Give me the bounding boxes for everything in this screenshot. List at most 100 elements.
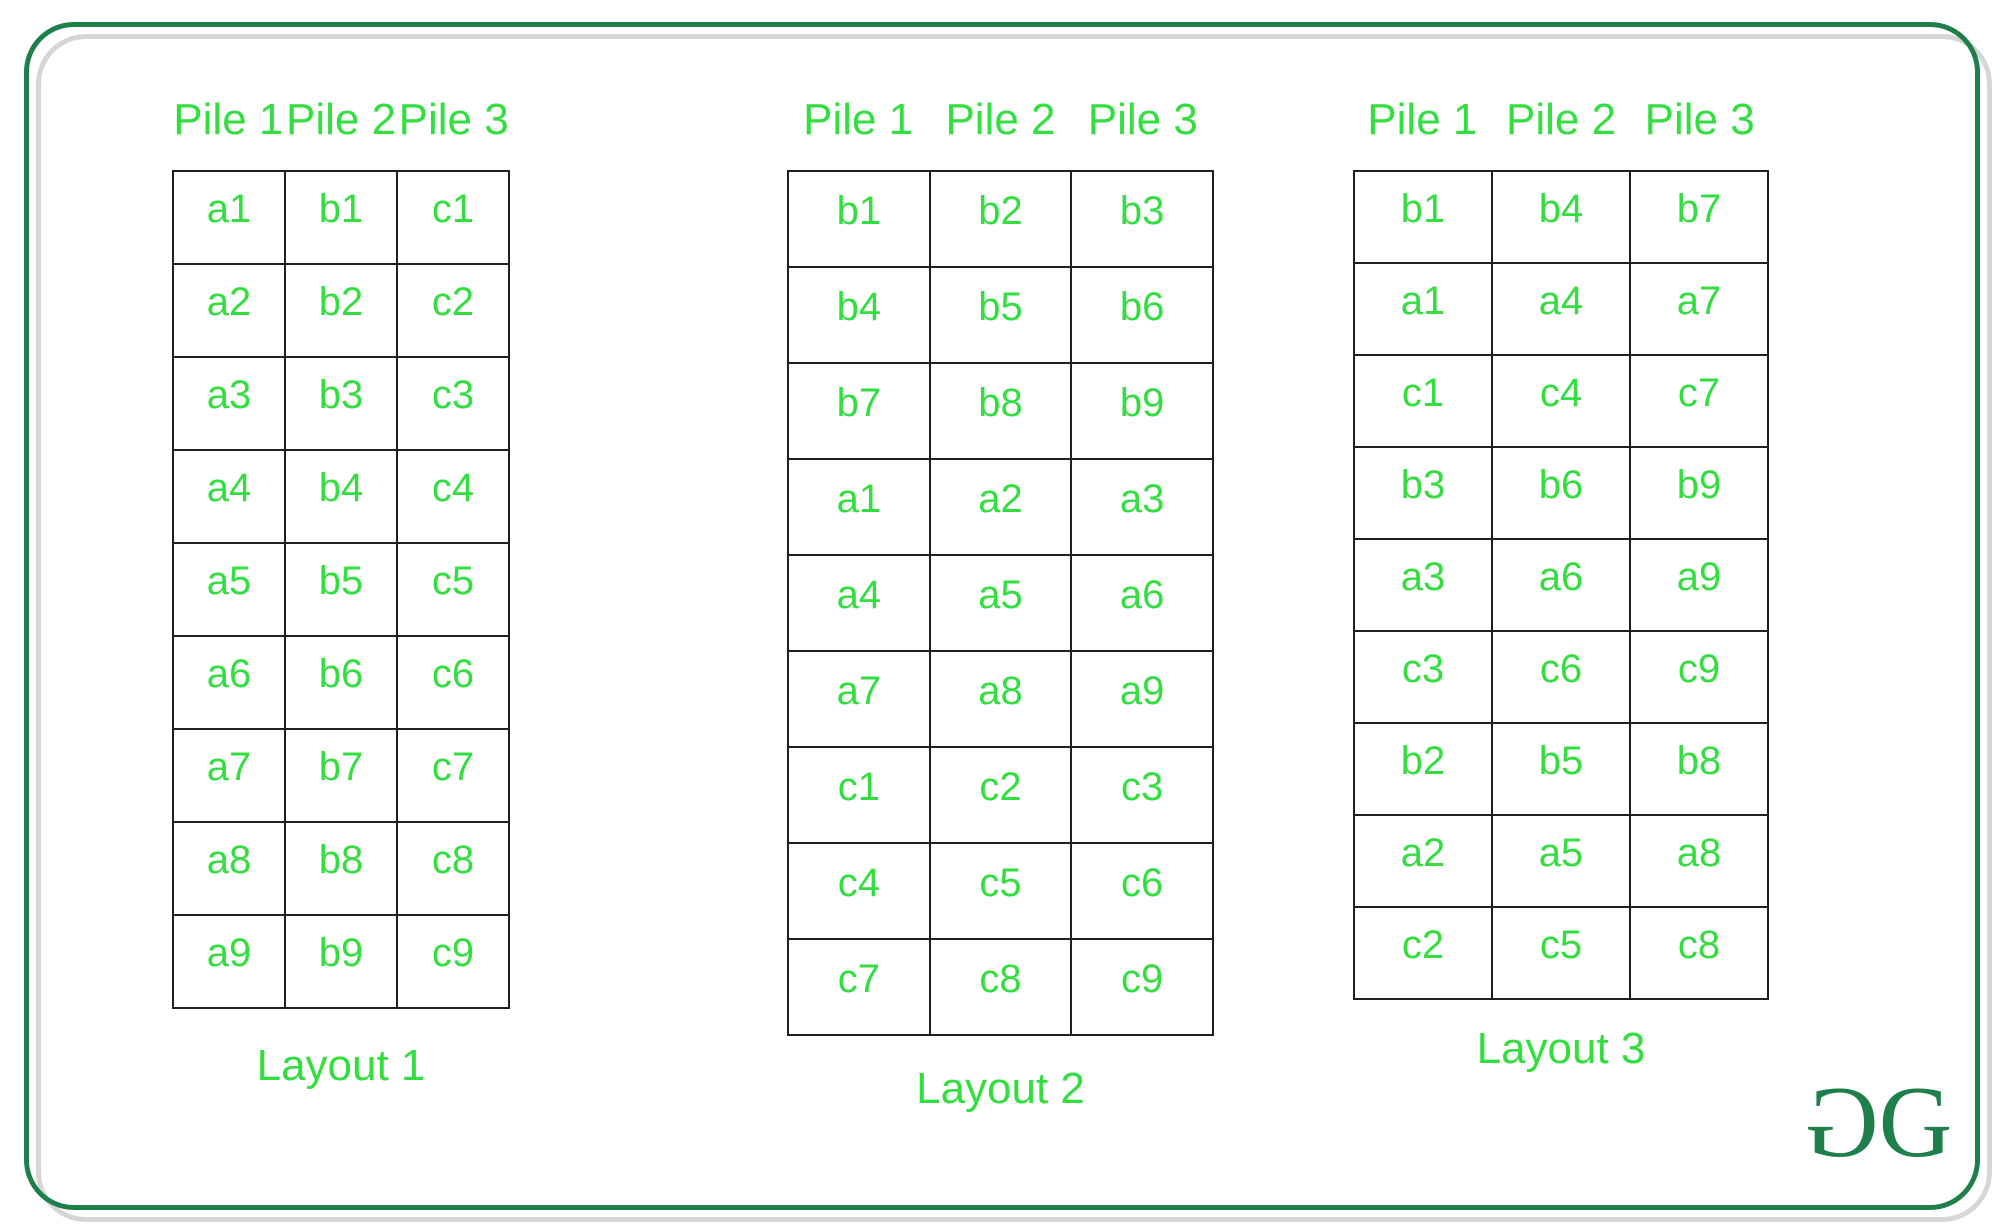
pile-header: Pile 1	[173, 95, 284, 144]
card-cell: a1	[172, 170, 286, 265]
card-cell: c5	[396, 542, 510, 637]
card-cell: b9	[1629, 446, 1769, 540]
card-cell: b6	[284, 635, 398, 730]
card-cell: b9	[284, 914, 398, 1009]
pile-headers: Pile 1 Pile 2 Pile 3	[172, 92, 510, 148]
pile-header: Pile 3	[1644, 95, 1755, 144]
card-cell: b3	[1353, 446, 1493, 540]
card-cell: a8	[172, 821, 286, 916]
card-cell: a7	[1629, 262, 1769, 356]
card-cell: b7	[284, 728, 398, 823]
layout-caption: Layout 3	[1476, 1024, 1646, 1073]
card-cell: c2	[396, 263, 510, 358]
card-cell: b2	[928, 170, 1073, 268]
card-cell: c8	[1629, 906, 1769, 1000]
logo-g-mirrored-glyph: G	[1812, 1066, 1879, 1179]
card-cell: c3	[1070, 746, 1214, 844]
pile-headers: Pile 1 Pile 2 Pile 3	[787, 92, 1214, 148]
pile-header: Pile 2	[1505, 95, 1617, 144]
card-cell: b3	[284, 356, 398, 451]
card-cell: c1	[396, 170, 510, 265]
card-cell: a8	[928, 650, 1073, 748]
card-cell: a1	[1353, 262, 1493, 356]
card-cell: c3	[396, 356, 510, 451]
card-cell: c2	[928, 746, 1073, 844]
card-cell: a2	[172, 263, 286, 358]
card-cell: b3	[1070, 170, 1214, 268]
card-cell: c1	[787, 746, 931, 844]
card-cell: a5	[1491, 814, 1631, 908]
pile-headers: Pile 1 Pile 2 Pile 3	[1353, 92, 1769, 148]
pile-header: Pile 1	[803, 95, 914, 144]
card-cell: b8	[1629, 722, 1769, 816]
card-cell: c4	[787, 842, 931, 940]
card-cell: a5	[928, 554, 1073, 652]
card-cell: b9	[1070, 362, 1214, 460]
card-cell: c9	[1070, 938, 1214, 1036]
card-cell: c5	[928, 842, 1073, 940]
card-cell: c8	[928, 938, 1073, 1036]
card-cell: c5	[1491, 906, 1631, 1000]
frame-border	[24, 22, 1980, 1210]
card-cell: a6	[172, 635, 286, 730]
card-cell: c9	[396, 914, 510, 1009]
card-cell: a4	[1491, 262, 1631, 356]
card-cell: a6	[1070, 554, 1214, 652]
card-cell: b8	[928, 362, 1073, 460]
card-cell: c7	[1629, 354, 1769, 448]
card-cell: a9	[172, 914, 286, 1009]
card-cell: a9	[1070, 650, 1214, 748]
layout-caption: Layout 1	[256, 1041, 426, 1090]
card-cell: a5	[172, 542, 286, 637]
card-cell: a3	[172, 356, 286, 451]
card-cell: b1	[787, 170, 931, 268]
card-cell: a3	[1353, 538, 1493, 632]
card-cell: c9	[1629, 630, 1769, 724]
card-cell: a8	[1629, 814, 1769, 908]
card-cell: c6	[396, 635, 510, 730]
card-cell: a2	[928, 458, 1073, 556]
card-cell: c7	[787, 938, 931, 1036]
card-cell: b4	[284, 449, 398, 544]
card-cell: b2	[1353, 722, 1493, 816]
card-cell: c7	[396, 728, 510, 823]
card-cell: b7	[787, 362, 931, 460]
card-cell: c2	[1353, 906, 1493, 1000]
card-cell: c1	[1353, 354, 1493, 448]
card-cell: b8	[284, 821, 398, 916]
card-cell: a1	[787, 458, 931, 556]
card-cell: b5	[284, 542, 398, 637]
card-cell: c6	[1491, 630, 1631, 724]
geeksforgeeks-logo: GG	[1812, 1066, 1952, 1179]
pile-header: Pile 2	[285, 95, 397, 144]
frame-shadow	[36, 34, 1992, 1222]
card-cell: b6	[1491, 446, 1631, 540]
card-cell: b2	[284, 263, 398, 358]
card-cell: a6	[1491, 538, 1631, 632]
